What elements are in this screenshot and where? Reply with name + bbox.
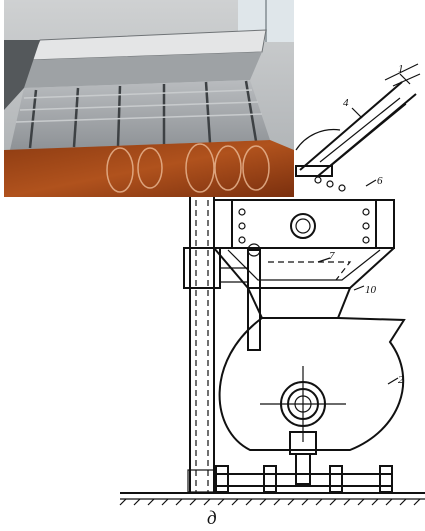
label-6: 6 bbox=[377, 175, 383, 187]
upper-box bbox=[213, 165, 395, 249]
base-frame bbox=[215, 465, 393, 493]
hopper bbox=[213, 243, 395, 351]
technical-drawing: 1 4 6 7 10 2 bbox=[119, 63, 425, 506]
ground-line bbox=[119, 492, 425, 506]
label-2: 2 bbox=[398, 374, 404, 386]
figure-caption: д bbox=[207, 508, 217, 529]
label-7: 7 bbox=[329, 250, 335, 262]
fan-housing bbox=[218, 317, 406, 485]
label-10: 10 bbox=[365, 284, 377, 296]
feed-chute bbox=[295, 63, 421, 177]
label-1: 1 bbox=[398, 63, 404, 75]
machine-photo bbox=[4, 0, 294, 197]
label-4: 4 bbox=[343, 97, 349, 109]
leader-lines bbox=[317, 73, 411, 385]
